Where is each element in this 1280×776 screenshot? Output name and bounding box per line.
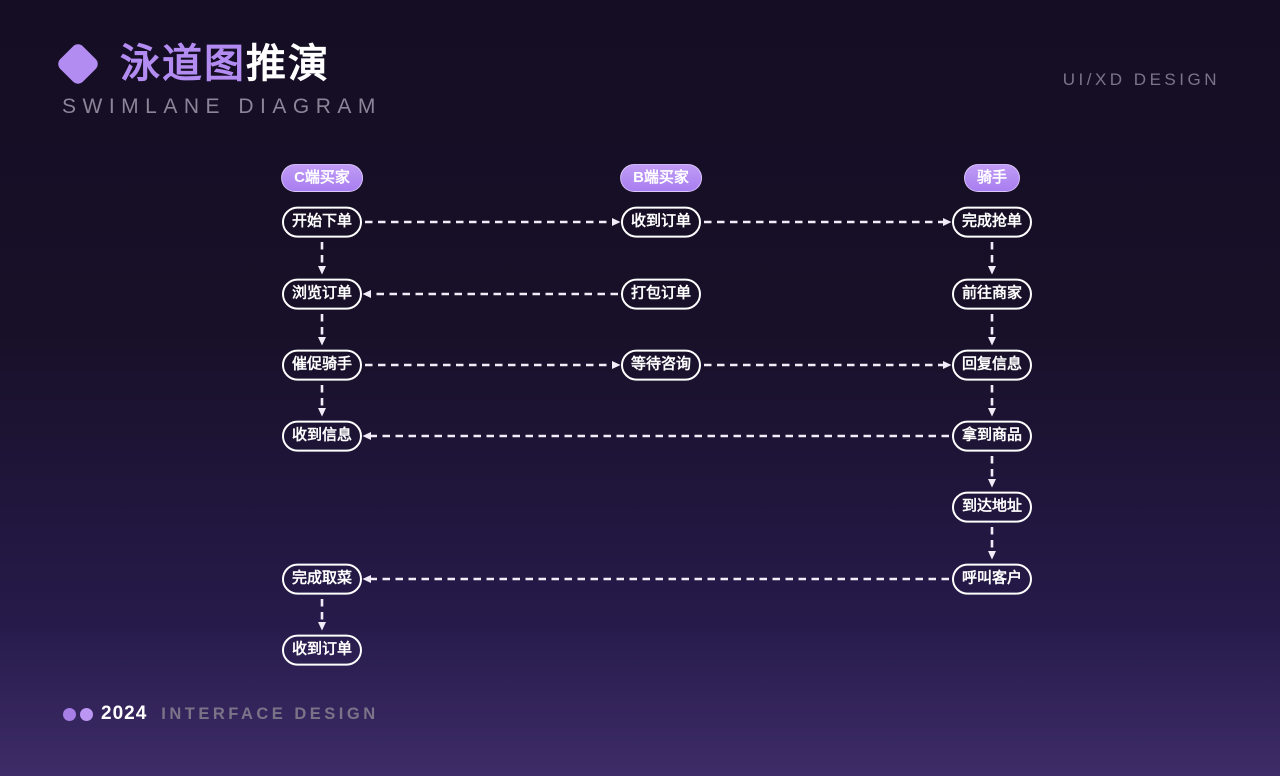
flow-node: 前往商家: [951, 278, 1033, 310]
flow-node: 开始下单: [281, 206, 363, 238]
flow-node: 收到信息: [281, 420, 363, 452]
flow-node: 拿到商品: [951, 420, 1033, 452]
footer-label: INTERFACE DESIGN: [161, 704, 379, 723]
footer-dot-icon: [80, 707, 93, 721]
flow-node: 到达地址: [951, 491, 1033, 523]
flow-node: 回复信息: [951, 349, 1033, 381]
footer-year: 2024: [101, 703, 148, 724]
page-title: 泳道图推演: [120, 42, 330, 86]
lane-header-1: C端买家: [281, 164, 363, 192]
flow-node: 完成抢单: [951, 206, 1033, 238]
page-header: 泳道图推演 SWIMLANE DIAGRAM: [55, 41, 382, 119]
flow-node: 等待咨询: [620, 349, 702, 381]
title-rest: 推演: [246, 42, 330, 86]
lane-header-2: B端买家: [620, 164, 702, 192]
lane-header-3: 骑手: [963, 164, 1021, 192]
page-subtitle: SWIMLANE DIAGRAM: [62, 95, 382, 118]
flow-node: 收到订单: [281, 634, 363, 666]
title-accent: 泳道图: [120, 42, 246, 86]
corner-label: UI/XD DESIGN: [1062, 70, 1220, 89]
flow-node: 收到订单: [620, 206, 702, 238]
flow-node: 完成取菜: [281, 563, 363, 595]
flow-node: 打包订单: [620, 278, 702, 310]
flow-node: 呼叫客户: [951, 563, 1033, 595]
footer-dot-icon: [63, 707, 76, 721]
page-footer: 2024 INTERFACE DESIGN: [63, 703, 379, 725]
flow-node: 浏览订单: [281, 278, 363, 310]
flow-node: 催促骑手: [281, 349, 363, 381]
title-row: 泳道图推演: [55, 41, 382, 87]
